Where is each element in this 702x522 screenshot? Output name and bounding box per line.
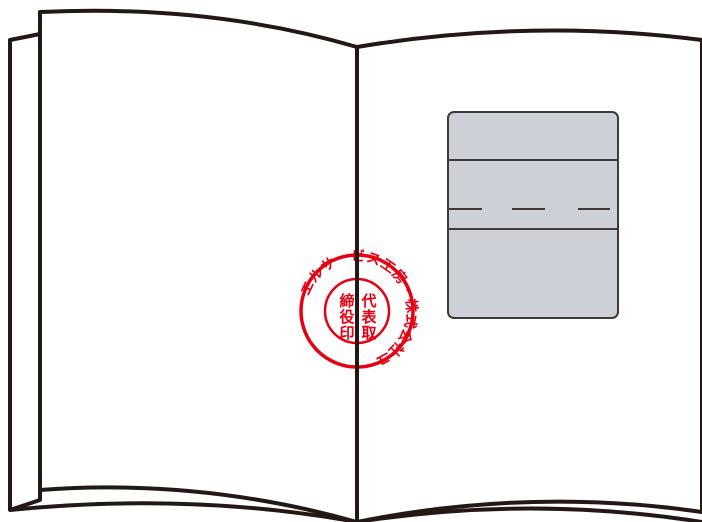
form-box [448, 112, 618, 318]
seal-char-tori: 取 [361, 324, 377, 342]
left-page [40, 11, 357, 522]
form-box-background [448, 112, 618, 318]
seal-char-in: 印 [339, 324, 354, 342]
left-back-page [10, 34, 40, 510]
